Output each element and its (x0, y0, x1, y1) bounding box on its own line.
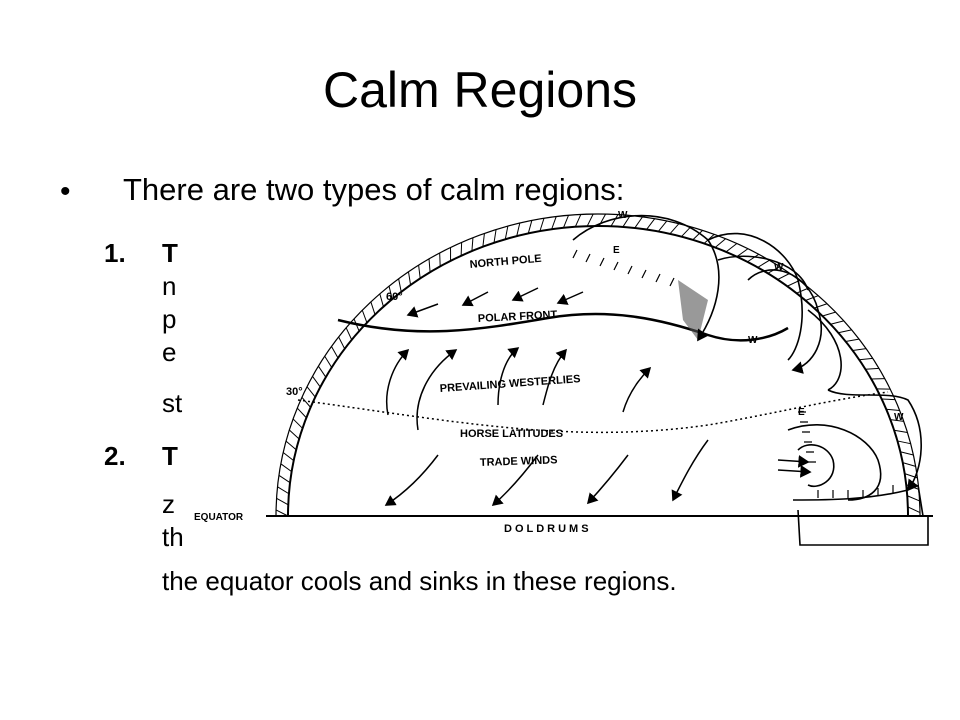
doldrums-label: DOLDRUMS (504, 523, 592, 535)
item-1-line-1: T (162, 238, 178, 268)
wind-arrows (384, 287, 709, 506)
bullet-marker: • (60, 175, 71, 208)
w-label-2: W (774, 262, 784, 273)
horse-latitudes-label: HORSE LATITUDES (460, 428, 563, 440)
item-2-line-4: the equator cools and sinks in these reg… (162, 566, 677, 596)
e-label-1: E (613, 245, 620, 256)
equator-label: EQUATOR (194, 512, 244, 523)
slide-title: Calm Regions (322, 62, 637, 118)
lat-60-label: 60° (386, 291, 403, 303)
polar-front-curve (337, 312, 789, 342)
item-1-line-5: st (162, 388, 183, 418)
bullet-text: There are two types of calm regions: (123, 172, 625, 207)
boundary-ticks (572, 249, 894, 498)
hemisphere (275, 213, 921, 517)
diagram-backdrop (268, 210, 940, 560)
w-label-3: W (748, 335, 758, 346)
trade-winds-label: TRADE WINDS (480, 454, 558, 469)
w-label-4: W (894, 412, 904, 423)
diagram-backdrop-left (188, 498, 278, 528)
convection-cells (572, 214, 929, 546)
item-1-line-3: p (162, 304, 177, 334)
item-1-line-4: e (162, 337, 177, 367)
wind-circulation-diagram: NORTH POLE POLAR FRONT PREVAILING WESTER… (194, 210, 933, 546)
e-label-2: E (798, 407, 805, 418)
prevailing-westerlies-label: PREVAILING WESTERLIES (439, 373, 580, 395)
lat-30-label: 30° (286, 386, 303, 398)
item-2-line-3: th (162, 522, 184, 552)
polar-front-label: POLAR FRONT (478, 309, 558, 325)
north-pole-label: NORTH POLE (469, 253, 542, 271)
item-1-line-2: n (162, 271, 177, 301)
item-2-line-2: z (162, 489, 175, 519)
item-2-line-1: T (162, 441, 178, 471)
w-label-1: W (618, 210, 628, 221)
item-2-number: 2. (104, 441, 126, 471)
polar-shading (678, 280, 708, 340)
item-1-number: 1. (104, 238, 126, 268)
